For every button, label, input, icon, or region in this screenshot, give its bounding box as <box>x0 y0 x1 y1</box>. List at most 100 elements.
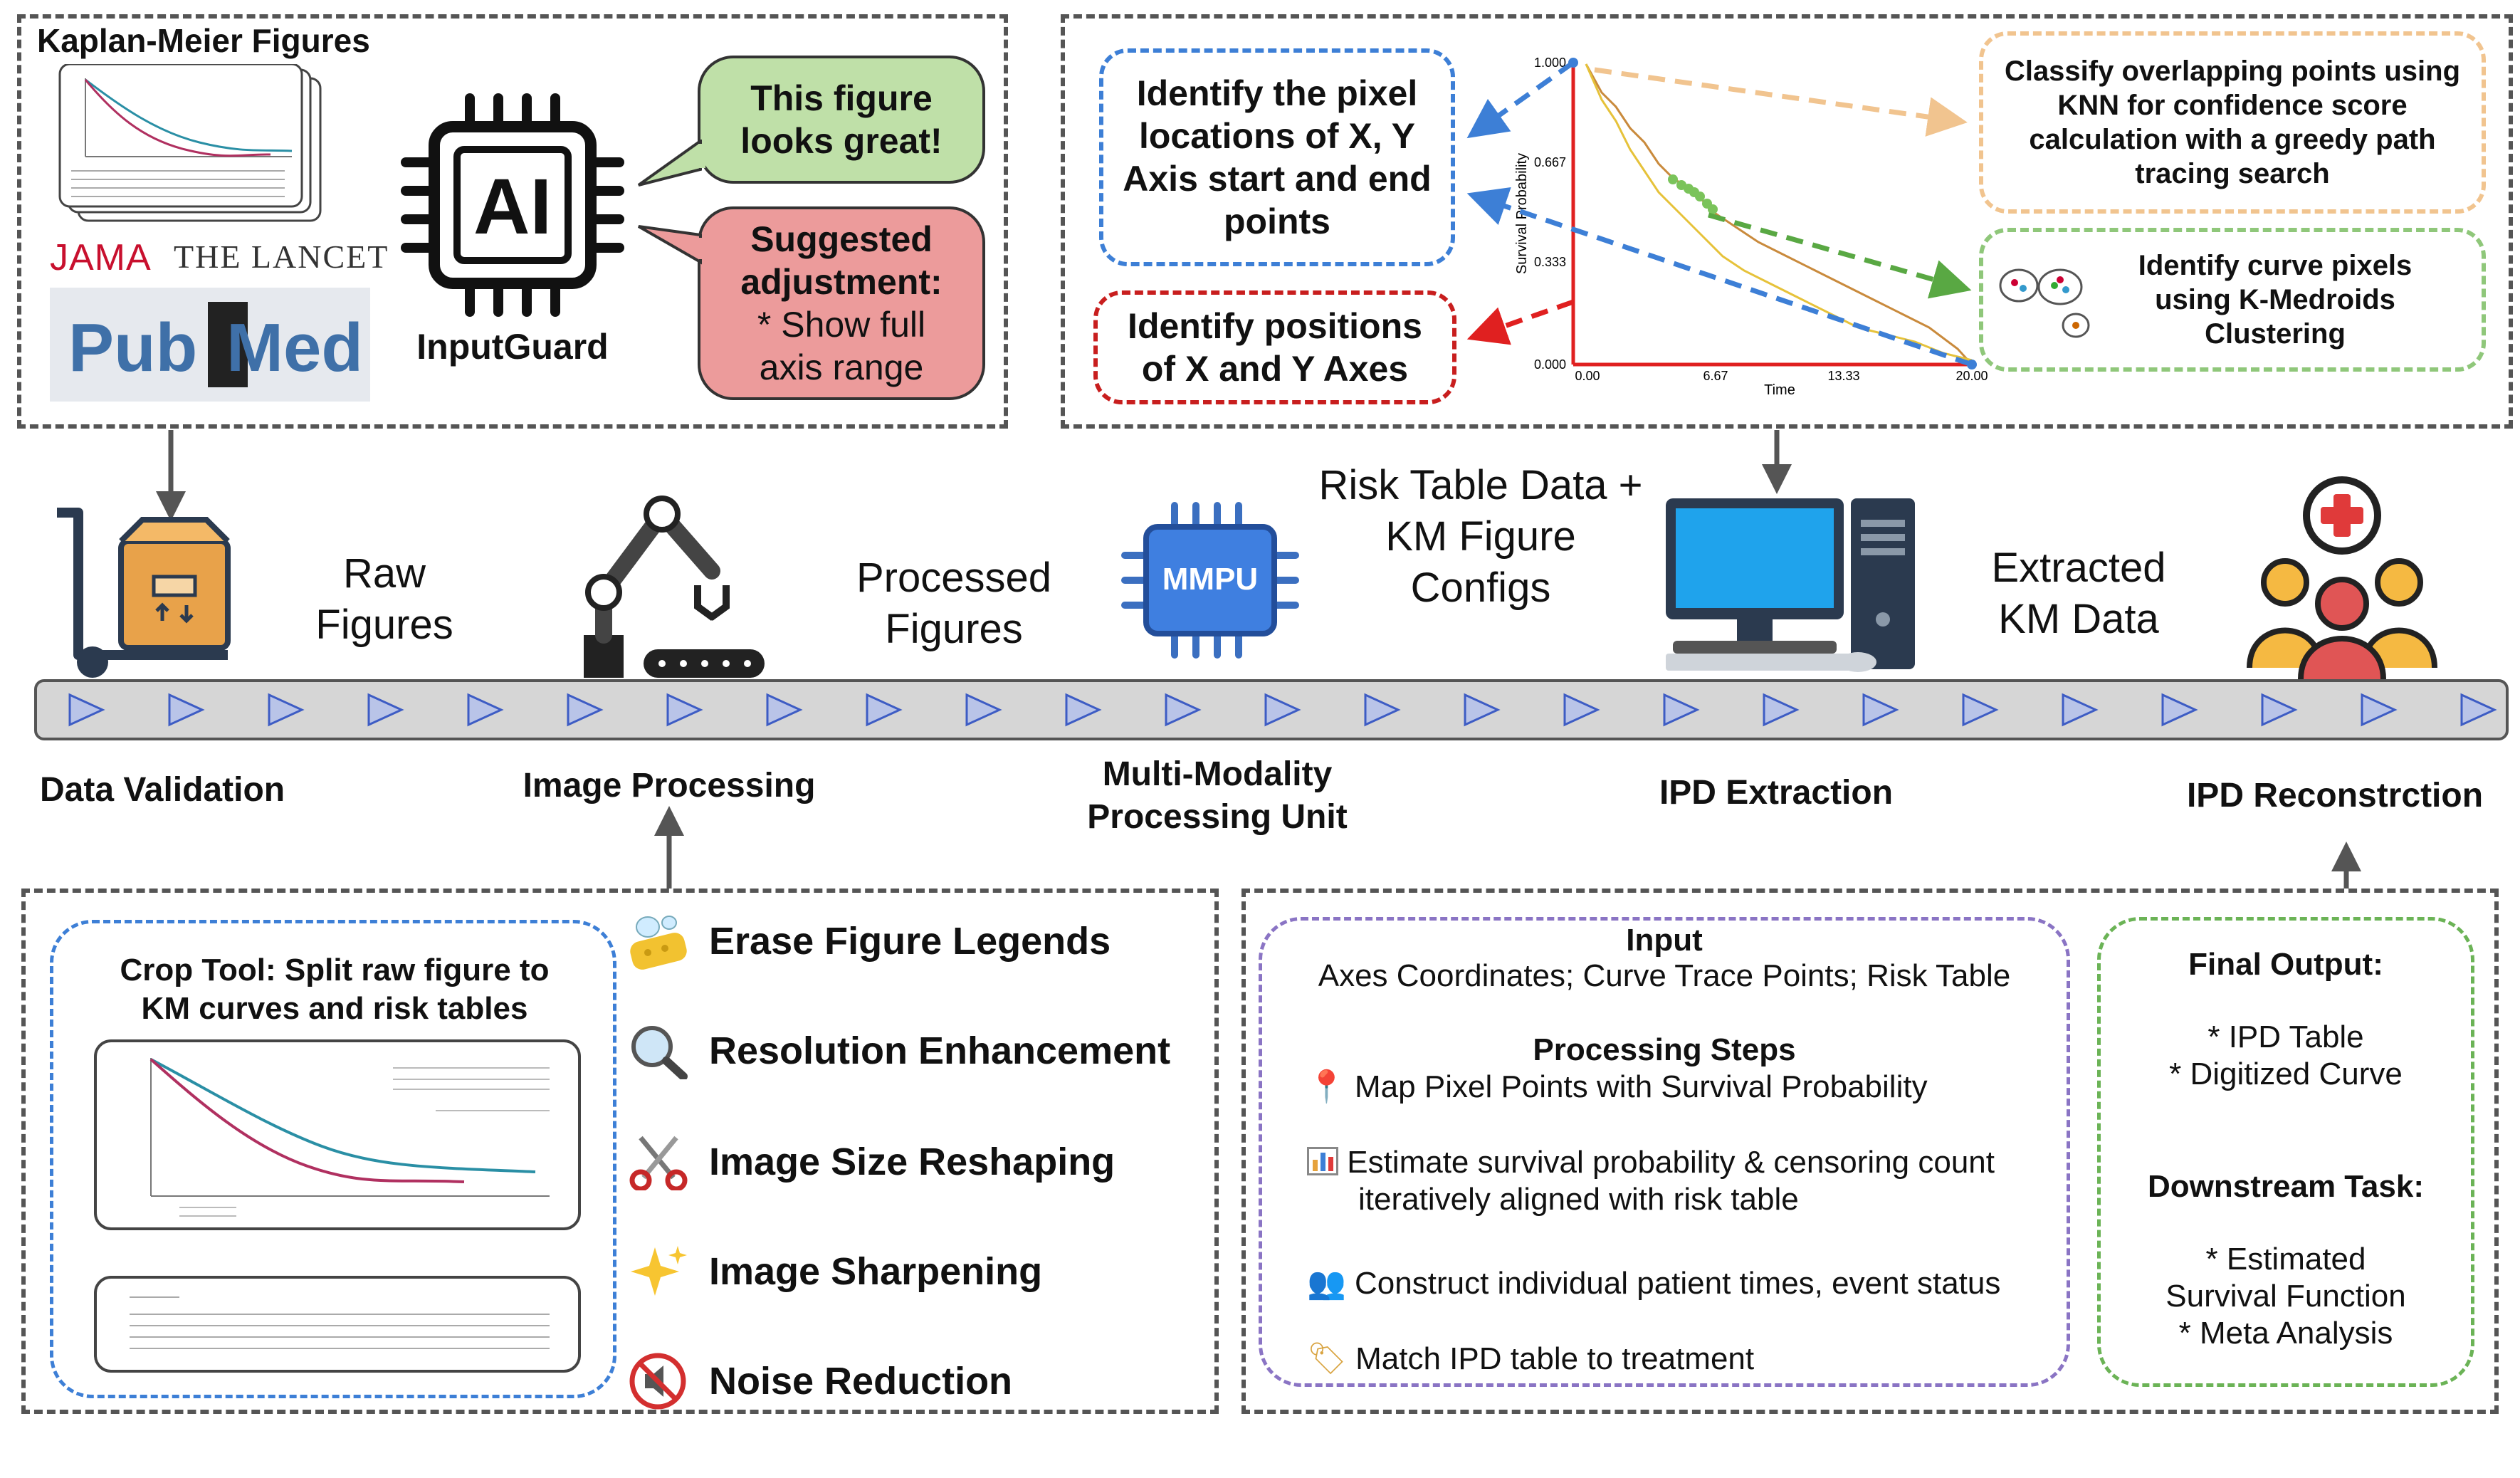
conveyor-arrow <box>1464 693 1501 727</box>
ipd-reconstruction-panel <box>1241 889 2499 1414</box>
processing-box <box>1259 917 2070 1387</box>
bubble-looks-great: This figure looks great! <box>698 56 985 184</box>
output-box <box>2097 917 2474 1387</box>
jama-logo: JAMA <box>50 237 152 278</box>
crop-risk-table-thumbnail <box>94 1276 581 1373</box>
conveyor-arrow <box>1065 693 1102 727</box>
stage-image-processing: Image Processing <box>523 767 816 804</box>
box-knn-classify: Classify overlapping points using KNN fo… <box>1979 31 2486 214</box>
robot-arm-icon <box>584 496 765 678</box>
tool-erase-legends: Erase Figure Legends <box>626 913 1111 970</box>
bar-chart-icon <box>1307 1147 1338 1175</box>
downstream-item-1: * Estimated <box>2205 1242 2366 1277</box>
conveyor-arrow <box>1763 693 1800 727</box>
tool-image-sharpening: Image Sharpening <box>626 1243 1042 1300</box>
y-tick-0667: 0.667 <box>1534 155 1566 169</box>
stage-ipd-reconstruction: IPD Reconstrction <box>2186 777 2484 814</box>
mute-icon <box>629 1353 686 1410</box>
pubmed-logo-med: Med <box>226 310 363 386</box>
downstream-task-title: Downstream Task: <box>2148 1169 2424 1204</box>
x-tick-667: 6.67 <box>1703 369 1728 383</box>
stage-data-validation: Data Validation <box>40 771 285 809</box>
inputguard-label: InputGuard <box>416 327 609 367</box>
pubmed-logo-square <box>208 302 248 387</box>
conveyor-arrow <box>367 693 404 727</box>
pubmed-logo: Pub Med <box>50 288 370 402</box>
tag-icon: 🏷 <box>1307 1341 1347 1376</box>
km-figures-title: Kaplan-Meier Figures <box>37 22 370 59</box>
step-estimate-continued: iteratively aligned with risk table <box>1358 1182 1799 1217</box>
ai-chip-text: AI <box>473 163 552 251</box>
conveyor-arrow <box>2161 693 2198 727</box>
conveyor-arrow <box>1364 693 1401 727</box>
km-green-points <box>1668 174 1718 214</box>
box-axis-pixel-locations: Identify the pixel locations of X, Y Axi… <box>1099 48 1455 266</box>
input-title: Input <box>1626 923 1703 958</box>
pin-icon: 📍 <box>1307 1069 1346 1104</box>
tool-size-reshaping: Image Size Reshaping <box>626 1133 1115 1190</box>
conveyor-arrow <box>1165 693 1202 727</box>
conveyor-arrow <box>467 693 504 727</box>
conveyor-arrow <box>965 693 1002 727</box>
lancet-logo: THE LANCET <box>174 239 389 275</box>
final-output-title: Final Output: <box>2188 947 2383 982</box>
mmpu-chip-text: MMPU <box>1162 562 1258 597</box>
hand-truck-box-icon <box>57 508 231 678</box>
final-output-item-1: * IPD Table <box>2207 1020 2364 1054</box>
cluster-icon <box>1999 268 2090 338</box>
extracted-km-data-label: Extracted KM Data <box>1991 545 2166 642</box>
y-tick-0: 0.000 <box>1534 357 1566 372</box>
conveyor-arrow <box>1264 693 1301 727</box>
conveyor-arrow <box>268 693 305 727</box>
scissors-icon <box>629 1136 688 1190</box>
conveyor-arrow <box>666 693 703 727</box>
y-tick-0333: 0.333 <box>1534 255 1566 269</box>
bubble-good-tail <box>637 140 705 187</box>
suggested-title: Suggested adjustment: <box>740 219 943 302</box>
x-tick-1333: 13.33 <box>1827 369 1859 383</box>
pubmed-logo-pub: Pub <box>68 310 198 386</box>
stage-ipd-extraction: IPD Extraction <box>1659 774 1894 812</box>
input-body: Axes Coordinates; Curve Trace Points; Ri… <box>1318 958 2011 993</box>
ipd-extraction-panel <box>1061 14 2513 429</box>
ai-chip-icon: AI <box>401 93 624 317</box>
step-construct-patients: 👥 Construct individual patient times, ev… <box>1307 1266 2001 1301</box>
downstream-item-3: * Meta Analysis <box>2178 1316 2393 1351</box>
kaplan-meier-panel <box>17 14 1008 429</box>
raw-figures-label: Raw Figures <box>315 550 453 648</box>
image-processing-panel <box>21 889 1219 1414</box>
step-match-ipd: 🏷 Match IPD table to treatment <box>1307 1341 1755 1376</box>
conveyor-arrow <box>766 693 803 727</box>
stage-mmpu: Multi-Modality Processing Unit <box>1087 755 1348 836</box>
y-tick-1: 1.000 <box>1534 56 1566 70</box>
people-icon: 👥 <box>1307 1266 1346 1301</box>
tool-resolution-enhancement: Resolution Enhancement <box>626 1022 1170 1079</box>
desktop-computer-icon <box>1666 498 1915 672</box>
x-tick-20: 20.00 <box>1955 369 1988 383</box>
risk-table-configs-label: Risk Table Data + KM Figure Configs <box>1318 462 1643 611</box>
processed-figures-label: Processed Figures <box>856 555 1052 652</box>
conveyor-arrow <box>1663 693 1700 727</box>
downstream-item-2: Survival Function <box>2165 1279 2406 1314</box>
sparkles-icon <box>631 1246 687 1296</box>
tool-noise-reduction: Noise Reduction <box>626 1353 1012 1410</box>
conveyor-arrow <box>2361 693 2398 727</box>
conveyor-arrow <box>168 693 205 727</box>
x-axis-label: Time <box>1764 382 1795 398</box>
conveyor-arrow <box>1563 693 1600 727</box>
conveyor-arrow <box>2460 693 2497 727</box>
mmpu-chip-icon: MMPU <box>1121 502 1299 659</box>
conveyor-arrow <box>2062 693 2099 727</box>
final-output-item-2: * Digitized Curve <box>2169 1057 2403 1091</box>
magnifier-icon <box>631 1026 688 1079</box>
bubble-bad-tail <box>638 225 705 265</box>
box-axes-positions: Identify positions of X and Y Axes <box>1093 290 1456 404</box>
box-kmedoids: Identify curve pixels using K-Medroids C… <box>1979 228 2486 372</box>
crop-tool-box <box>50 920 616 1398</box>
conveyor-arrows <box>68 693 2497 727</box>
top-right-arrows <box>1466 61 1973 367</box>
conveyor-arrow <box>2261 693 2298 727</box>
suggested-body: * Show full axis range <box>757 305 926 387</box>
step-map-pixels: 📍 Map Pixel Points with Survival Probabi… <box>1307 1069 1928 1104</box>
